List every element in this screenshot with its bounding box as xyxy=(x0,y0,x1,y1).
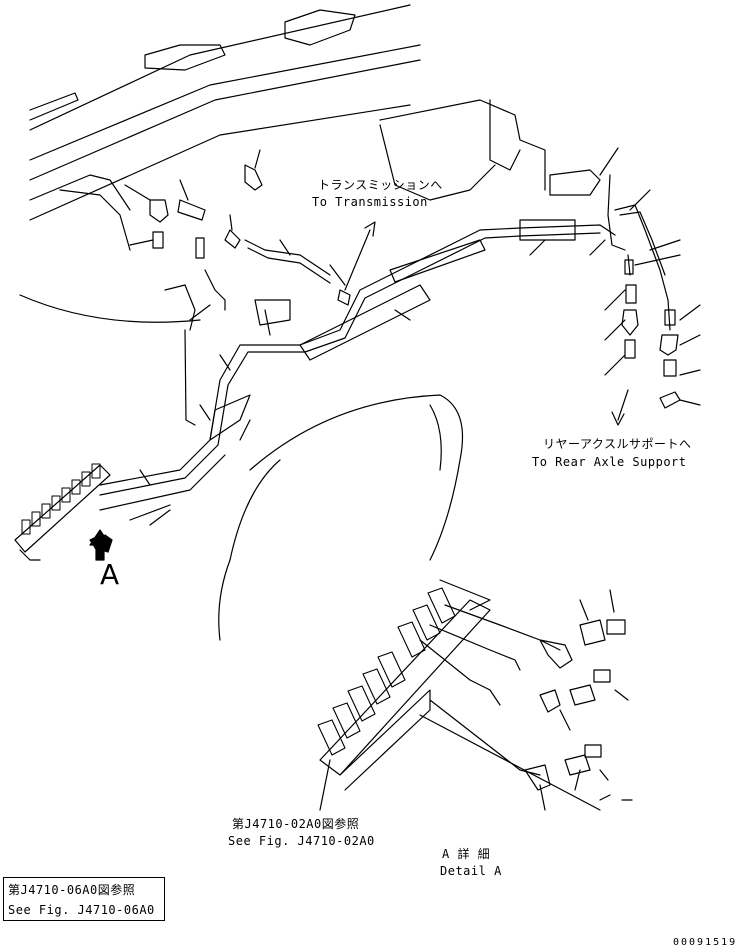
chassis-frame xyxy=(19,4,421,323)
label-see-fig-02-en: See Fig. J4710-02A0 xyxy=(228,834,375,848)
view-a-arrow xyxy=(89,529,111,561)
fittings-cluster xyxy=(124,149,606,526)
grease-tube-main xyxy=(99,219,616,521)
label-to-transmission-en: To Transmission xyxy=(312,195,428,209)
arrow-to-transmission xyxy=(344,221,376,291)
reference-box: 第J4710-06A0図参照 See Fig. J4710-06A0 xyxy=(3,877,165,921)
label-to-rear-axle-jp: リヤーアクスルサポートへ xyxy=(543,437,692,451)
transmission-housing xyxy=(379,99,601,201)
drawing-number: 00091519 xyxy=(673,937,738,948)
label-see-fig-06-en: See Fig. J4710-06A0 xyxy=(8,903,155,917)
tire-outline xyxy=(218,394,464,641)
label-see-fig-06-jp: 第J4710-06A0図参照 xyxy=(8,883,136,897)
view-a-label: A xyxy=(100,558,120,591)
label-detail-a-en: Detail A xyxy=(440,864,502,878)
detail-a-distributor xyxy=(317,579,633,811)
label-to-transmission-jp: トランスミッションへ xyxy=(318,178,443,192)
rear-axle-tube xyxy=(599,147,701,426)
label-to-rear-axle-en: To Rear Axle Support xyxy=(532,455,687,469)
label-see-fig-02-jp: 第J4710-02A0図参照 xyxy=(232,817,360,831)
label-detail-a-jp: A 詳 細 xyxy=(442,847,491,861)
